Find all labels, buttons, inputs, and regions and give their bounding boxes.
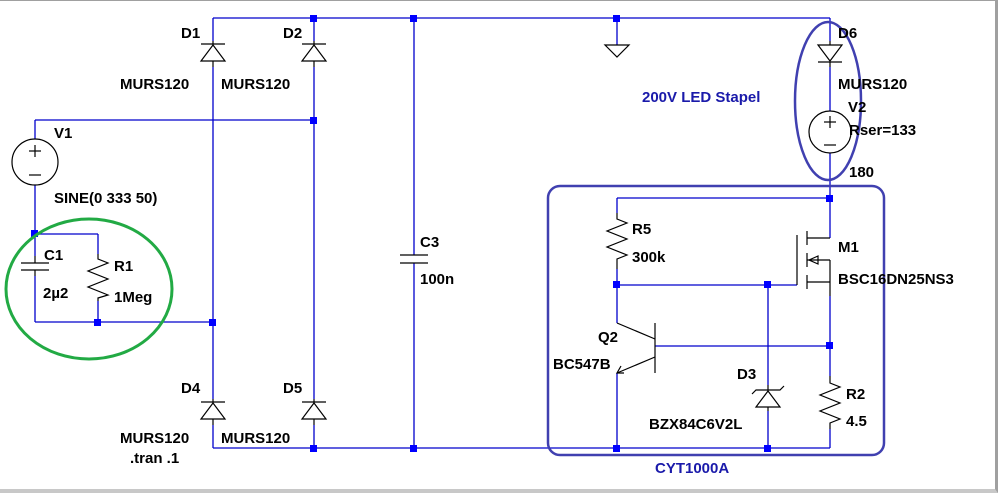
d5-ref: D5 bbox=[283, 380, 302, 397]
diode-icon bbox=[199, 402, 227, 420]
c1-ref: C1 bbox=[44, 247, 63, 264]
v1-value: SINE(0 333 50) bbox=[54, 190, 157, 207]
v1-ref: V1 bbox=[54, 125, 72, 142]
q2-value: BC547B bbox=[553, 356, 611, 373]
diode-d5[interactable] bbox=[300, 399, 328, 425]
resistor-r5[interactable] bbox=[605, 213, 629, 269]
led-stack-note: 200V LED Stapel bbox=[642, 89, 760, 106]
voltage-source-v1[interactable] bbox=[11, 138, 59, 186]
voltage-source-icon bbox=[11, 138, 59, 186]
q2-ref: Q2 bbox=[598, 329, 618, 346]
diode-d1[interactable] bbox=[199, 41, 227, 67]
junctions bbox=[31, 15, 833, 452]
diode-icon bbox=[300, 44, 328, 62]
c3-value: 100n bbox=[420, 271, 454, 288]
c1-value: 2µ2 bbox=[43, 285, 68, 302]
r5-ref: R5 bbox=[632, 221, 651, 238]
d1-value: MURS120 bbox=[120, 76, 189, 93]
v2-ref: V2 bbox=[848, 99, 866, 116]
diode-d2[interactable] bbox=[300, 41, 328, 67]
r5-value: 300k bbox=[632, 249, 666, 266]
mosfet-m1[interactable] bbox=[796, 231, 831, 296]
resistor-icon bbox=[86, 254, 110, 301]
r1-value: 1Meg bbox=[114, 289, 152, 306]
d2-value: MURS120 bbox=[221, 76, 290, 93]
d5-value: MURS120 bbox=[221, 430, 290, 447]
sim-directive: .tran .1 bbox=[130, 450, 179, 467]
resistor-r1[interactable] bbox=[86, 254, 110, 301]
d2-ref: D2 bbox=[283, 25, 302, 42]
d4-value: MURS120 bbox=[120, 430, 189, 447]
v2-param: Rser=133 bbox=[849, 122, 916, 139]
rc-highlight-ellipse bbox=[4, 217, 174, 361]
d4-ref: D4 bbox=[181, 380, 201, 397]
zener-diode-icon bbox=[754, 390, 782, 408]
voltage-source-icon bbox=[808, 110, 852, 154]
r2-ref: R2 bbox=[846, 386, 865, 403]
labels: D1 MURS120 D2 MURS120 D4 MURS120 D5 MURS… bbox=[43, 25, 954, 477]
led-stack-highlight-ellipse bbox=[793, 20, 863, 182]
resistor-icon bbox=[818, 376, 842, 429]
ccr-block-note: CYT1000A bbox=[655, 460, 729, 477]
m1-ref: M1 bbox=[838, 239, 859, 256]
capacitor-c3[interactable] bbox=[400, 254, 428, 264]
r2-value: 4.5 bbox=[846, 413, 867, 430]
transistor-q2[interactable] bbox=[615, 322, 656, 374]
diode-d4[interactable] bbox=[199, 399, 227, 425]
zener-diode-d3[interactable] bbox=[751, 385, 785, 411]
r1-ref: R1 bbox=[114, 258, 133, 275]
diode-icon bbox=[816, 44, 844, 62]
d3-ref: D3 bbox=[737, 366, 756, 383]
v2-value: 180 bbox=[849, 164, 874, 181]
diode-icon bbox=[199, 44, 227, 62]
d3-value: BZX84C6V2L bbox=[649, 416, 742, 433]
ground-icon bbox=[603, 44, 631, 58]
resistor-icon bbox=[605, 213, 629, 269]
m1-value: BSC16DN25NS3 bbox=[838, 271, 954, 288]
ccr-block-box bbox=[546, 184, 886, 457]
diode-d6[interactable] bbox=[816, 41, 844, 67]
d6-value: MURS120 bbox=[838, 76, 907, 93]
d1-ref: D1 bbox=[181, 25, 200, 42]
resistor-r2[interactable] bbox=[818, 376, 842, 429]
c3-ref: C3 bbox=[420, 234, 439, 251]
voltage-source-v2[interactable] bbox=[808, 110, 852, 154]
d6-ref: D6 bbox=[838, 25, 857, 42]
capacitor-c1[interactable] bbox=[21, 256, 49, 276]
diode-icon bbox=[300, 402, 328, 420]
